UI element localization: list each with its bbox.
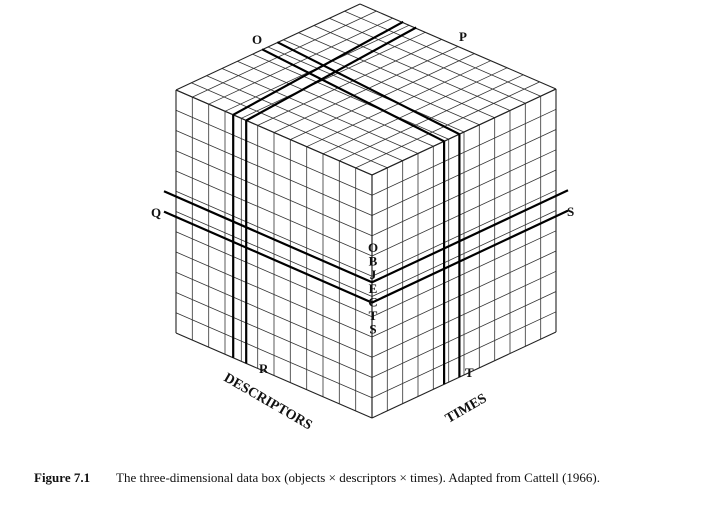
left-face-gridline: [175, 89, 373, 176]
label-p: P: [459, 29, 467, 44]
descriptors-axis-label: DESCRIPTORS: [221, 371, 315, 434]
slice-lines: [163, 20, 569, 385]
left-face-gridline: [175, 292, 373, 378]
cube-edges: [175, 3, 557, 419]
slice-line-o: [232, 20, 404, 116]
right-face-gridline: [371, 311, 557, 399]
top-face-gridline: [344, 10, 541, 97]
slice-line-q: [163, 210, 373, 304]
slice-line-s: [371, 209, 569, 304]
figure-number: Figure 7.1: [34, 470, 91, 485]
figure-caption-text: The three-dimensional data box (objects …: [116, 470, 600, 485]
label-t: T: [465, 365, 474, 380]
label-q: Q: [151, 205, 161, 220]
times-axis-label: TIMES: [443, 391, 490, 427]
slice-line-o: [245, 26, 417, 122]
left-face-gridline: [175, 312, 373, 399]
top-face-gridline: [329, 17, 526, 104]
right-face-gridline: [371, 331, 557, 419]
top-face-gridline: [192, 10, 377, 98]
right-face-gridline: [371, 291, 557, 378]
label-r: R: [259, 361, 269, 376]
slice-line-p: [276, 41, 460, 136]
left-face-gridline: [175, 332, 373, 419]
slice-line-q: [163, 190, 373, 284]
slice-line-s: [371, 189, 569, 284]
label-o: O: [252, 32, 262, 47]
label-s: S: [567, 204, 574, 219]
slice-line-p: [261, 48, 445, 143]
top-face-gridline: [175, 3, 361, 91]
top-face-gridline: [359, 3, 557, 90]
right-face-gridline: [371, 88, 557, 176]
cube-grid: [175, 10, 557, 411]
